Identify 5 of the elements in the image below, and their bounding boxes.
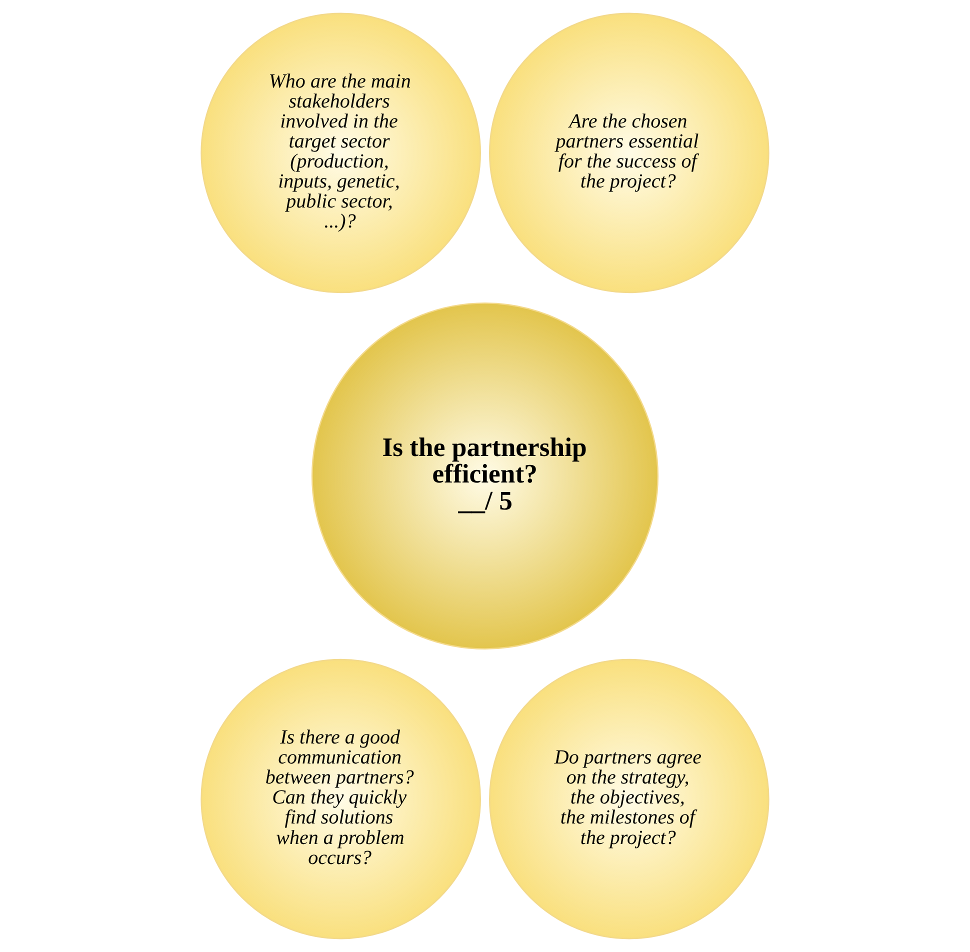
node-circle: Are the chosen partners essential for the success of the project?	[489, 12, 770, 294]
node-circle: Who are the main stakeholders involved in the target sector (production, inputs, genetic, public sector, ...)?	[200, 12, 481, 294]
node-circle: Do partners agree on the strategy, the objectives, the milestones of the project?	[489, 658, 770, 940]
node-circle: Is there a good communication between partners? Can they quickly find solutions when a problem occurs?	[200, 658, 481, 940]
node-circle: Is the partnership efficient? __/ 5	[311, 302, 659, 650]
